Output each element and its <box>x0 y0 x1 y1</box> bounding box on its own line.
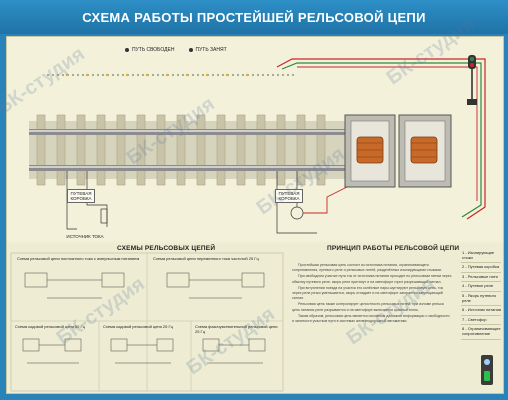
wire-red <box>276 58 486 220</box>
principle-text: Простейшая рельсовая цепь состоит из ист… <box>292 263 452 325</box>
principle-title: ПРИНЦИП РАБОТЫ РЕЛЬСОВОЙ ЦЕПИ <box>327 245 460 252</box>
legend-item: 3 - Рельсовые нити <box>461 273 501 283</box>
component-legend: 1 - Изолирующие стыки 2 - Путевая коробк… <box>461 249 501 340</box>
principle-paragraph: Простейшая рельсовая цепь состоит из ист… <box>292 263 442 273</box>
principle-paragraph: Таким образом, рельсовая цепь является о… <box>292 313 450 324</box>
sleepers <box>36 114 326 186</box>
scheme-caption-4: Схема кодовой рельсовой цепи 25 Гц <box>103 324 173 329</box>
legend-item: 6 - Источник питания <box>461 306 501 316</box>
scheme-caption-5: Схема фазочувствительной рельсовой цепи … <box>195 324 278 334</box>
legend-item: 5 - Якорь путевого реле <box>461 292 501 307</box>
track-box-left-label: ПУТЕВАЯ КОРОБКА <box>67 189 95 203</box>
track-box-right-label: ПУТЕВАЯ КОРОБКА <box>275 189 303 203</box>
principle-paragraph: Рельсовая цепь также контролирует целост… <box>292 302 444 312</box>
legend: ПУТЬ СВОБОДЕН ПУТЬ ЗАНЯТ <box>125 47 227 53</box>
scheme-caption-2: Схема рельсовой цепи переменного тока ча… <box>153 256 259 261</box>
relay-box-right <box>398 114 452 188</box>
scheme-caption-1: Схема рельсовой цепи постоянного тока с … <box>17 256 140 261</box>
rails <box>29 129 347 171</box>
principle-paragraph: При свободном участке пути ток от источн… <box>292 274 452 284</box>
power-switch[interactable] <box>484 371 490 381</box>
principle-paragraph: При вступлении поезда на участок его кол… <box>292 285 444 301</box>
track-diagram-area: ПУТЬ СВОБОДЕН ПУТЬ ЗАНЯТ <box>7 37 503 241</box>
control-panel <box>481 355 493 385</box>
schemes-title: СХЕМЫ РЕЛЬСОВЫХ ЦЕПЕЙ <box>117 245 216 252</box>
schemes-panel <box>10 252 284 392</box>
indicator-led-icon <box>484 359 490 365</box>
legend-busy: ПУТЬ ЗАНЯТ <box>188 47 227 53</box>
wire-green <box>281 62 482 218</box>
scheme-caption-3: Схема кодовой рельсовой цепи 50 Гц <box>15 324 85 329</box>
legend-free: ПУТЬ СВОБОДЕН <box>125 47 175 53</box>
track-diagram <box>29 55 486 234</box>
page-title: СХЕМА РАБОТЫ ПРОСТЕЙШЕЙ РЕЛЬСОВОЙ ЦЕПИ <box>0 0 508 34</box>
legend-item: 4 - Путевое реле <box>461 282 501 292</box>
poster-board: ПУТЬ СВОБОДЕН ПУТЬ ЗАНЯТ <box>6 36 504 394</box>
relay-box-left <box>344 114 396 188</box>
legend-item: 1 - Изолирующие стыки <box>461 249 501 264</box>
current-source-label: ИСТОЧНИК ТОКА <box>66 234 104 239</box>
indicator-dots <box>65 73 249 77</box>
signal-icon <box>467 55 477 105</box>
legend-item: 7 - Светофор <box>461 316 501 326</box>
legend-item: 2 - Путевая коробка <box>461 263 501 273</box>
legend-item: 8 - Ограничивающее сопротивление <box>461 325 501 340</box>
info-area: СХЕМЫ РЕЛЬСОВЫХ ЦЕПЕЙ ПРИНЦИП РАБОТЫ РЕЛ… <box>7 243 503 393</box>
